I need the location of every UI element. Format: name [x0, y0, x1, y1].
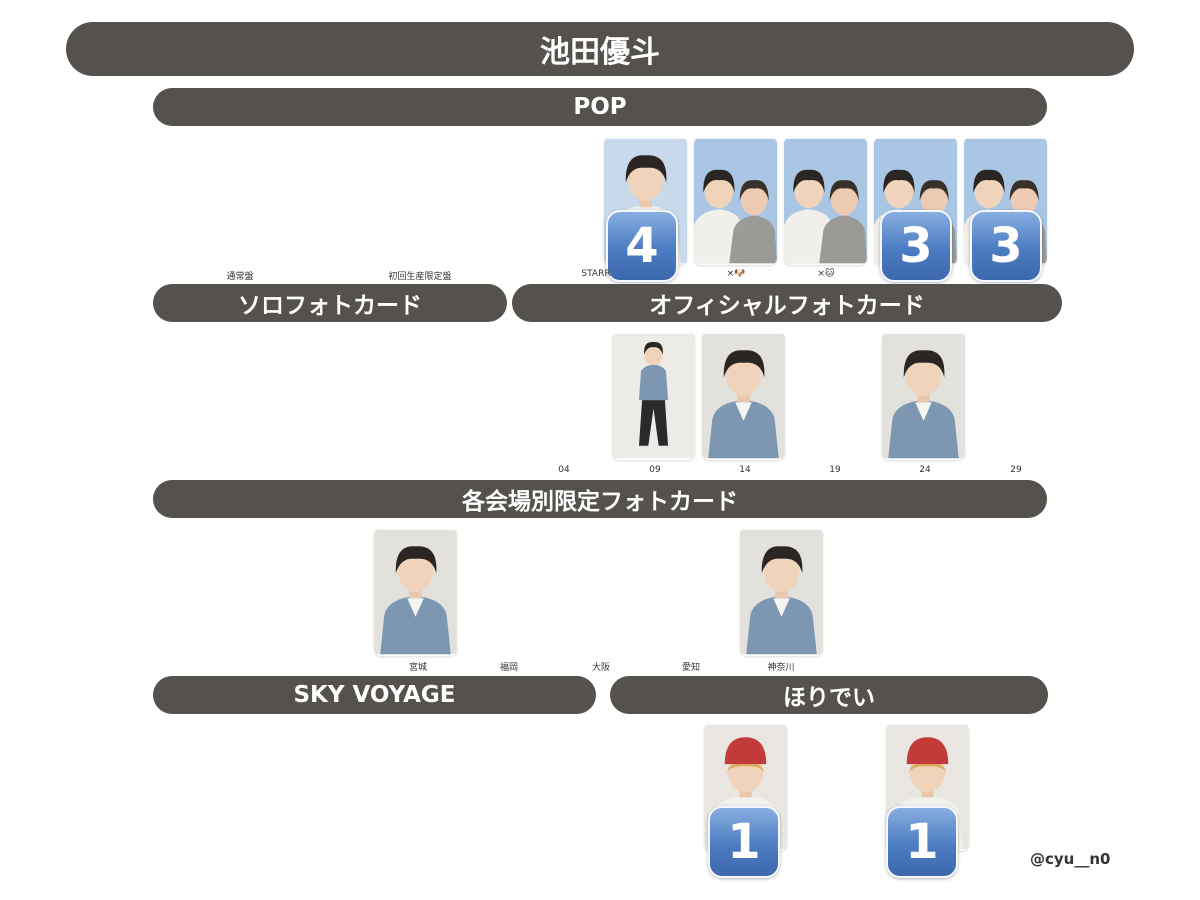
official-label-04: 04 [558, 465, 570, 475]
photo-card-icon [740, 528, 823, 656]
official-label-14: 14 [739, 465, 751, 475]
venue-card-kanagawa [740, 528, 823, 656]
photo-card-icon [882, 332, 965, 460]
venue-label-fukuoka: 福岡 [499, 663, 519, 673]
pop-label-regular: 通常盤 [226, 272, 254, 282]
venue-card-miyagi [374, 528, 457, 656]
pop-label-cat: ×🐱 [817, 269, 835, 279]
pop-label-starr: STARR [581, 269, 611, 279]
section-header-official: オフィシャルフォトカード [512, 284, 1062, 322]
section-header-pop: POP [153, 88, 1047, 126]
official-label-24: 24 [919, 465, 931, 475]
photo-card-icon [702, 332, 785, 460]
venue-label-aichi: 愛知 [681, 663, 701, 673]
photo-card-icon [612, 332, 695, 460]
official-card-09 [612, 332, 695, 460]
page-title: 池田優斗 [66, 22, 1134, 76]
venue-label-miyagi: 宮城 [408, 663, 428, 673]
section-header-sky-voyage: SKY VOYAGE [153, 676, 596, 714]
official-label-29: 29 [1010, 465, 1022, 475]
official-card-14 [702, 332, 785, 460]
official-label-19: 19 [829, 465, 841, 475]
horidei-card-1-count-badge: 1 [708, 806, 780, 878]
photo-card-icon [374, 528, 457, 656]
pop-card-2 [694, 137, 777, 265]
section-header-horidei: ほりでい [610, 676, 1048, 714]
venue-label-osaka: 大阪 [591, 663, 611, 673]
photo-card-icon [784, 137, 867, 265]
section-header-venue: 各会場別限定フォトカード [153, 480, 1047, 518]
official-label-09: 09 [649, 465, 661, 475]
author-credit: @cyu__n0 [1030, 850, 1111, 868]
pop-card-3 [784, 137, 867, 265]
pop-card-1-count-badge: 4 [606, 210, 678, 282]
section-header-solo: ソロフォトカード [153, 284, 507, 322]
pop-card-5-count-badge: 3 [970, 210, 1042, 282]
photo-card-icon [694, 137, 777, 265]
pop-label-limited: 初回生産限定盤 [388, 272, 452, 282]
pop-label-dog: ×🐶 [726, 269, 746, 279]
horidei-card-2-count-badge: 1 [886, 806, 958, 878]
official-card-24 [882, 332, 965, 460]
venue-label-kanagawa: 神奈川 [767, 663, 795, 673]
pop-card-4-count-badge: 3 [880, 210, 952, 282]
